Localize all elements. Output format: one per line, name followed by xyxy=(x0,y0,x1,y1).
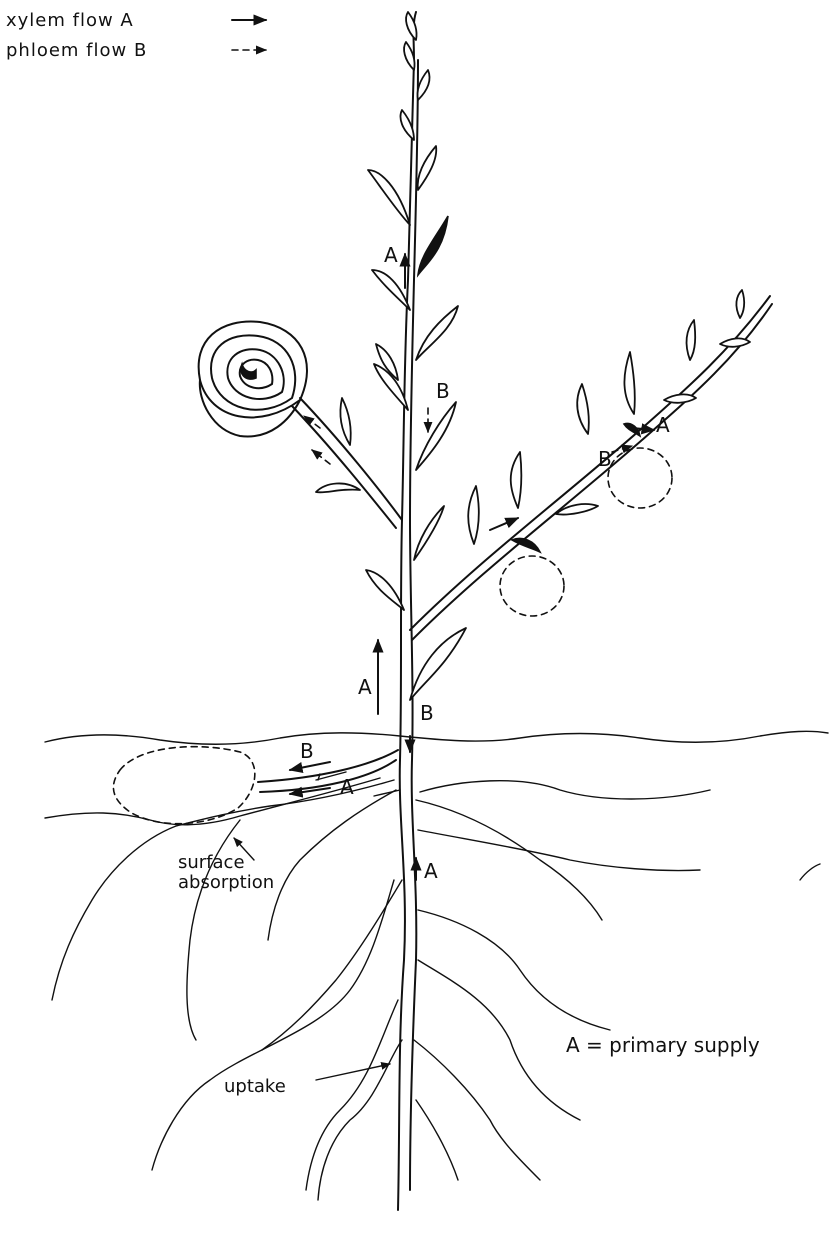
legend: xylem flow A phloem flow B xyxy=(6,10,266,61)
fruit-sink-lower xyxy=(500,556,564,616)
label-b-lower-stem: B xyxy=(420,701,434,725)
uptake-pointer xyxy=(316,1064,390,1080)
label-uptake: uptake xyxy=(224,1076,286,1097)
legend-xylem-label: xylem flow A xyxy=(6,10,134,31)
label-b-root: B xyxy=(300,739,314,763)
label-surface: surface xyxy=(178,852,245,873)
label-a-branch: A xyxy=(656,413,670,437)
legend-phloem-label: phloem flow B xyxy=(6,40,147,61)
fruit-sink-upper xyxy=(608,448,672,508)
flow-arrows xyxy=(234,254,654,1080)
label-primary-supply: A = primary supply xyxy=(566,1033,760,1057)
label-a-lower-stem: A xyxy=(358,675,372,699)
main-stem xyxy=(398,12,418,1210)
xylem-arrow-branch xyxy=(490,518,518,530)
label-b-branch: B xyxy=(598,447,612,471)
label-a-below-ground: A xyxy=(424,859,438,883)
label-absorption: absorption xyxy=(178,872,274,893)
phloem-arrow-coil-lower xyxy=(312,450,330,464)
label-a-upper-stem: A xyxy=(384,243,398,267)
label-a-root: A xyxy=(340,775,354,799)
root-system xyxy=(52,790,820,1200)
soil-layer-line-right xyxy=(420,781,710,799)
labels: A B A B A B B A A surface absorption upt… xyxy=(178,243,760,1097)
phloem-arrow-root xyxy=(290,762,330,770)
ground-surface-line xyxy=(45,731,828,744)
right-branch xyxy=(410,290,772,640)
label-b-upper-stem: B xyxy=(436,379,450,403)
coiled-leaf xyxy=(199,322,307,437)
lateral-root-upper xyxy=(176,750,398,826)
